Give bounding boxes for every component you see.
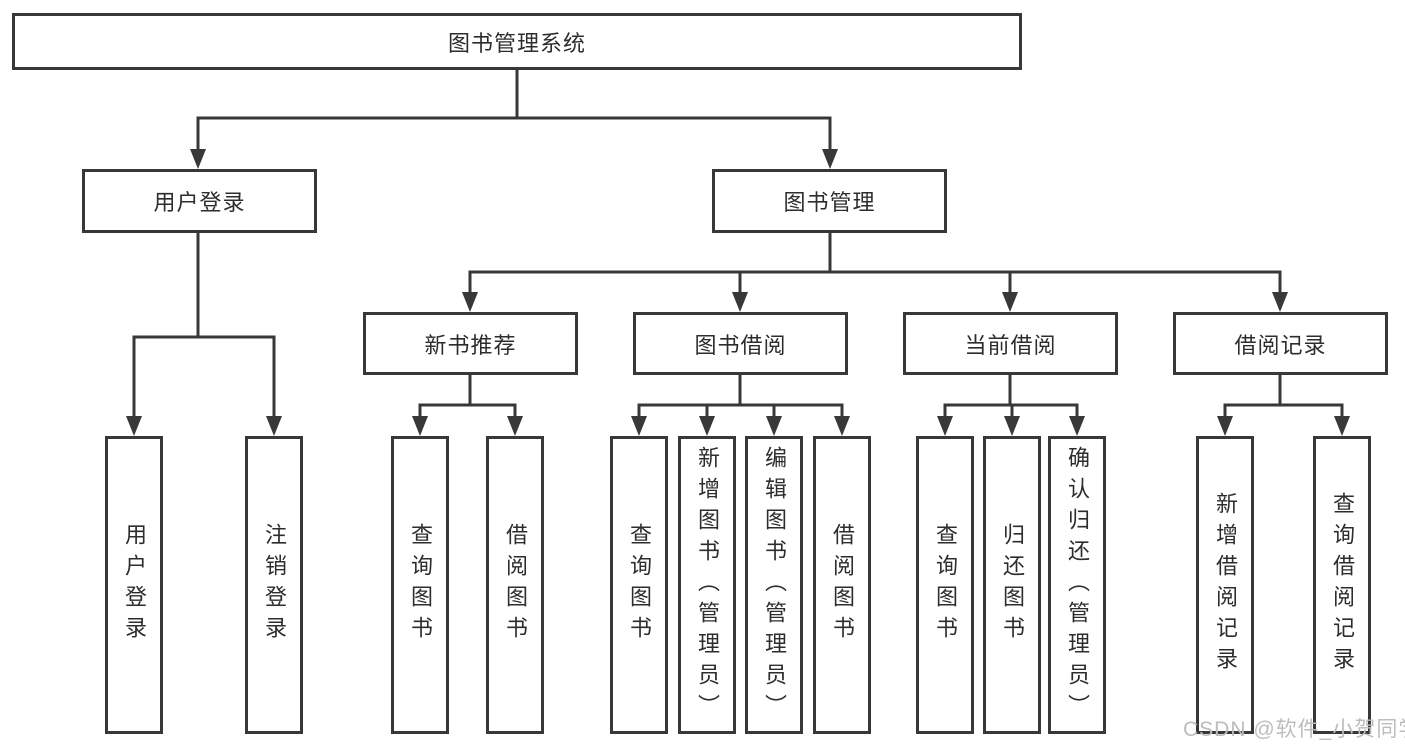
leaf-add-borrow-record: 新增借阅记录 <box>1196 436 1254 734</box>
node-new-book-recommend: 新书推荐 <box>363 312 578 375</box>
node-borrow-records: 借阅记录 <box>1173 312 1388 375</box>
leaf-borrow-edit-admin-label: 编辑图书（管理员） <box>762 445 787 725</box>
node-root-label: 图书管理系统 <box>447 30 586 56</box>
node-borrow-records-label: 借阅记录 <box>1234 332 1327 358</box>
leaf-borrow-book-label: 借阅图书 <box>830 523 855 647</box>
leaf-query-borrow-record: 查询借阅记录 <box>1313 436 1371 734</box>
leaf-logout: 注销登录 <box>245 436 303 734</box>
node-book-management-label: 图书管理 <box>783 190 876 215</box>
leaf-query-borrow-record-label: 查询借阅记录 <box>1330 492 1355 678</box>
leaf-return-book-label: 归还图书 <box>1000 523 1025 647</box>
leaf-add-borrow-record-label: 新增借阅记录 <box>1213 492 1238 678</box>
leaf-borrow-add-admin: 新增图书（管理员） <box>678 436 736 734</box>
leaf-newbook-query: 查询图书 <box>391 436 449 734</box>
node-current-borrow: 当前借阅 <box>903 312 1118 375</box>
node-book-borrow-label: 图书借阅 <box>694 332 787 358</box>
node-book-management: 图书管理 <box>712 169 947 233</box>
leaf-confirm-return-admin: 确认归还（管理员） <box>1048 436 1106 734</box>
leaf-newbook-query-label: 查询图书 <box>408 523 433 647</box>
leaf-user-login: 用户登录 <box>105 436 163 734</box>
leaf-borrow-query: 查询图书 <box>610 436 668 734</box>
csdn-watermark: CSDN @软件_小贺同学 <box>1183 718 1405 741</box>
leaf-borrow-query-label: 查询图书 <box>627 523 652 647</box>
leaf-newbook-borrow: 借阅图书 <box>486 436 544 734</box>
leaf-borrow-add-admin-label: 新增图书（管理员） <box>695 445 720 725</box>
node-current-borrow-label: 当前借阅 <box>964 332 1057 358</box>
node-book-borrow: 图书借阅 <box>633 312 848 375</box>
leaf-logout-label: 注销登录 <box>262 523 287 647</box>
leaf-borrow-book: 借阅图书 <box>813 436 871 734</box>
node-root: 图书管理系统 <box>12 13 1022 70</box>
leaf-return-book: 归还图书 <box>983 436 1041 734</box>
leaf-current-query: 查询图书 <box>916 436 974 734</box>
leaf-newbook-borrow-label: 借阅图书 <box>503 523 528 647</box>
arrowheads <box>126 149 1350 436</box>
leaf-user-login-label: 用户登录 <box>122 523 147 647</box>
leaf-current-query-label: 查询图书 <box>933 523 958 647</box>
leaf-confirm-return-admin-label: 确认归还（管理员） <box>1065 445 1090 725</box>
leaf-borrow-edit-admin: 编辑图书（管理员） <box>745 436 803 734</box>
node-user-login-label: 用户登录 <box>153 190 246 215</box>
node-new-book-recommend-label: 新书推荐 <box>424 332 517 358</box>
node-user-login: 用户登录 <box>82 169 317 233</box>
